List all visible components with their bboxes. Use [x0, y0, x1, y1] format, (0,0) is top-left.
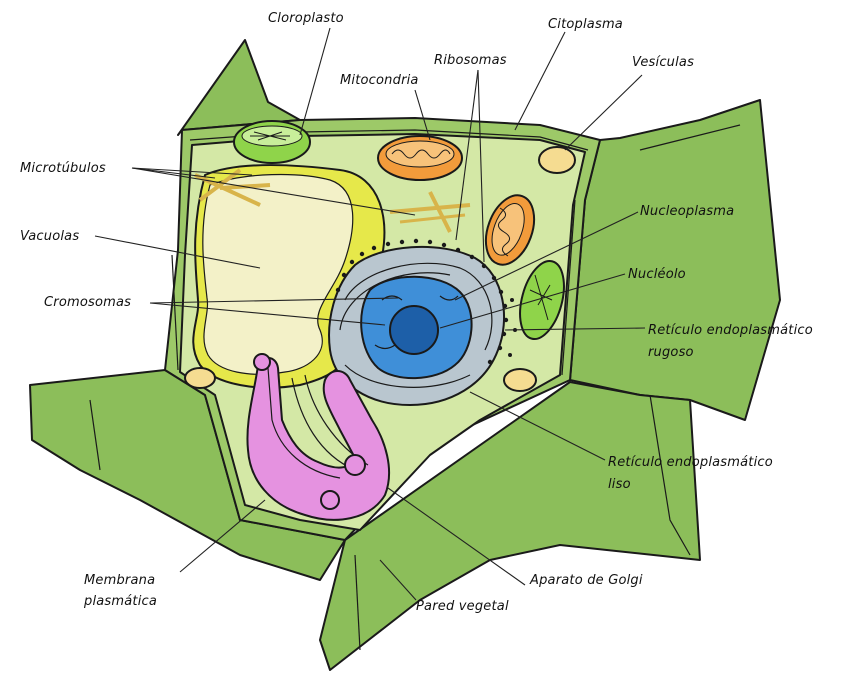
label-aparato-golgi: Aparato de Golgi — [529, 573, 643, 588]
label-membrana-line1: Membrana — [84, 573, 155, 588]
label-reticulo-liso-line1: Retículo endoplasmático — [608, 455, 773, 470]
label-ribosomas: Ribosomas — [434, 53, 507, 68]
mitochondrion-top — [378, 136, 462, 180]
label-membrana-line2: plasmática — [83, 594, 157, 609]
label-microtubulos: Microtúbulos — [20, 161, 106, 176]
label-mitocondria: Mitocondria — [340, 73, 419, 88]
vesicle-left — [185, 368, 215, 388]
label-reticulo-liso-line2: liso — [608, 477, 631, 492]
label-reticulo-rugoso-line1: Retículo endoplasmático — [648, 323, 813, 338]
nucleolus — [390, 306, 438, 354]
vesicle-right — [504, 369, 536, 391]
label-pared-vegetal: Pared vegetal — [416, 599, 509, 614]
label-cromosomas: Cromosomas — [44, 295, 131, 310]
label-reticulo-rugoso-line2: rugoso — [648, 345, 694, 360]
label-citoplasma: Citoplasma — [548, 17, 623, 32]
label-vesiculas: Vesículas — [632, 55, 694, 70]
cell-wall-right — [570, 100, 780, 420]
label-cloroplasto: Cloroplasto — [268, 11, 344, 26]
chloroplast-top — [234, 121, 310, 163]
vesicle-top — [539, 147, 575, 173]
label-nucleolo: Nucléolo — [628, 267, 686, 282]
label-vacuolas: Vacuolas — [20, 229, 79, 244]
label-nucleoplasma: Nucleoplasma — [640, 204, 734, 219]
